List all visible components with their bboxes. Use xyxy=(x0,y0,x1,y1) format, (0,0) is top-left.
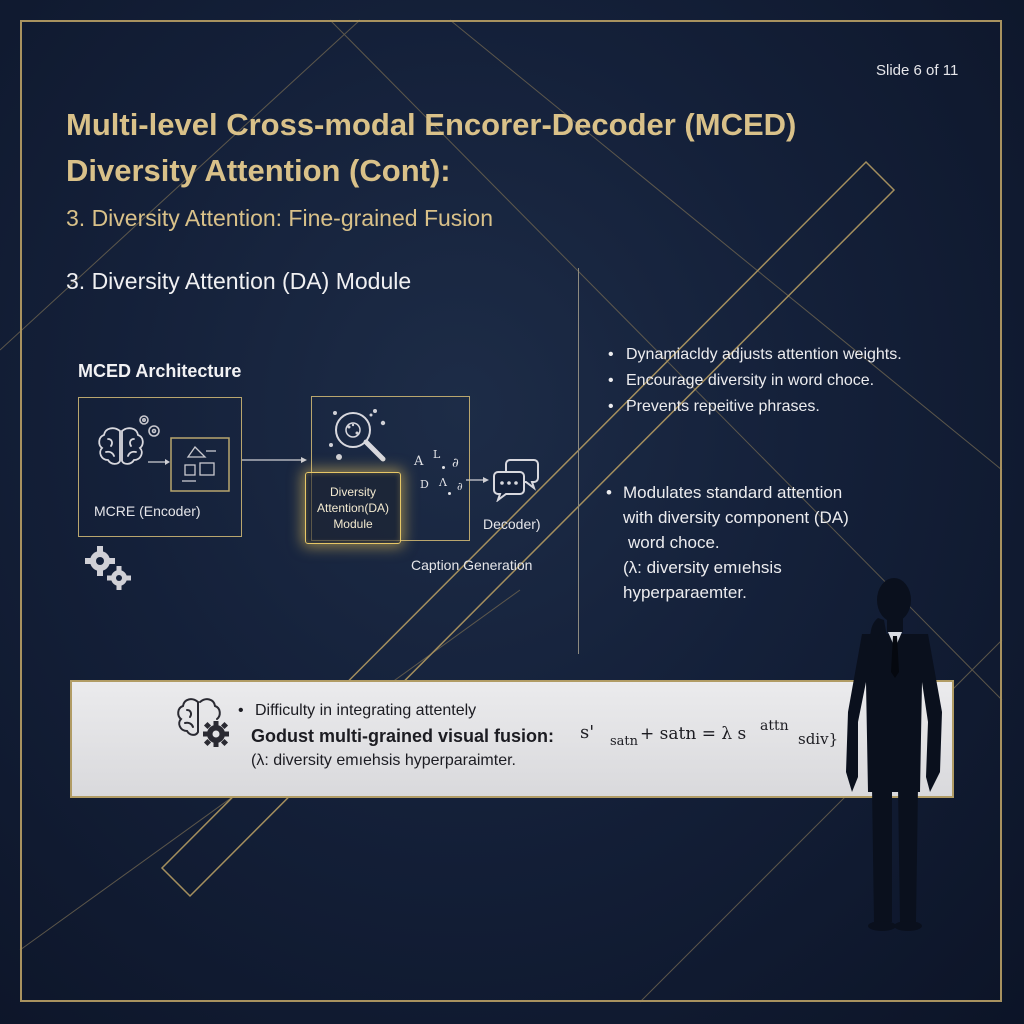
gears-icon xyxy=(85,546,131,590)
symbol-glyph: A xyxy=(414,454,424,469)
symbol-glyph: ∂ xyxy=(452,456,459,471)
para-line: word choce. xyxy=(628,533,720,552)
slide-number: Slide 6 of 11 xyxy=(876,62,959,79)
symbol-dot xyxy=(442,466,445,469)
symbol-glyph: D xyxy=(420,478,429,491)
da-to-decoder-arrow xyxy=(466,477,489,483)
formula-term: satn xyxy=(610,734,639,749)
encoder-to-da-arrow xyxy=(242,457,307,463)
formula-term: attn xyxy=(760,718,789,734)
para-line: Modulates standard attention xyxy=(623,483,843,502)
band-note: (λ: diversity emıehsis hyperparaimter. xyxy=(251,752,516,769)
da-module-line-1: Diversity xyxy=(329,485,376,499)
da-benefits-list: Dynamiacldy adjusts attention weights. E… xyxy=(608,342,902,420)
encoder-box xyxy=(78,397,242,537)
formula-term: + satn = λ s xyxy=(640,724,747,744)
da-module-highlight: Diversity Attention(DA) Module xyxy=(305,472,401,544)
formula-term: s' xyxy=(580,722,595,743)
architecture-title: MCED Architecture xyxy=(78,361,242,381)
modulation-description: • Modulates standard attention with dive… xyxy=(606,480,849,605)
symbol-dot xyxy=(448,492,451,495)
para-line: with diversity component (DA) xyxy=(623,508,849,527)
arrow-into-feature-icon xyxy=(148,459,170,465)
bullet-dot: • xyxy=(606,483,612,502)
feature-map-icon xyxy=(170,437,230,492)
title-line-1: Multi-level Cross-modal Encorer-Decoder … xyxy=(66,107,797,142)
symbol-scatter: A L ∂ D Ʌ ∂ xyxy=(412,446,472,498)
band-bullet-dot: • xyxy=(238,702,244,719)
subtitle-fine-grained-fusion: 3. Diversity Attention: Fine-grained Fus… xyxy=(66,205,493,231)
da-module-line-3: Module xyxy=(333,517,373,531)
para-line: hyperparaemter. xyxy=(623,583,747,602)
da-module-line-2: Attention(DA) xyxy=(316,501,390,515)
fusion-label: Godust multi-grained visual fusion: xyxy=(251,726,555,746)
symbol-glyph: ∂ xyxy=(457,480,463,493)
band-bullet-text: Difficulty in integrating attentely xyxy=(255,702,477,719)
decoder-label: Decoder) xyxy=(483,516,541,532)
slide-frame xyxy=(20,20,1002,1002)
chat-bubbles-icon xyxy=(493,459,539,502)
fusion-formula-band: • Difficulty in integrating attentely Go… xyxy=(70,680,954,798)
symbol-glyph: L xyxy=(433,448,441,461)
list-item: Prevents repeitive phrases. xyxy=(608,394,902,420)
slide-title: Multi-level Cross-modal Encorer-Decoder … xyxy=(66,102,946,194)
symbol-glyph: Ʌ xyxy=(439,476,447,489)
brain-gear-icon xyxy=(177,698,229,747)
vertical-divider xyxy=(578,268,579,654)
encoder-label: MCRE (Encoder) xyxy=(94,503,201,519)
list-item: Encourage diversity in word choce. xyxy=(608,368,902,394)
para-line: (λ: diversity emıehsis xyxy=(623,558,782,577)
caption-generation-label: Caption Generation xyxy=(411,557,533,573)
subtitle-da-module: 3. Diversity Attention (DA) Module xyxy=(66,268,412,294)
brain-icon xyxy=(98,427,144,465)
presenter-silhouette xyxy=(846,578,942,931)
magnifier-icon xyxy=(329,409,386,462)
small-gears-icon xyxy=(139,415,160,437)
list-item: Dynamiacldy adjusts attention weights. xyxy=(608,342,902,368)
title-line-2: Diversity Attention (Cont): xyxy=(66,153,451,188)
formula-term: sdiv} xyxy=(798,730,839,748)
